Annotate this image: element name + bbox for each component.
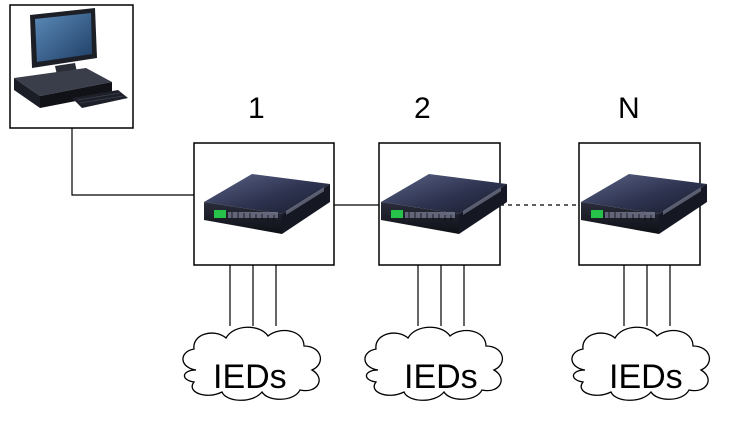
- switch-node: 2 IEDs: [364, 92, 508, 401]
- ied-cable-bundle: [229, 265, 277, 326]
- switch-node: N IEDs: [571, 92, 711, 401]
- desktop-computer-icon: [14, 8, 128, 108]
- ied-cable-bundle: [623, 265, 671, 326]
- switch-node: 1 IEDs: [182, 92, 335, 401]
- switch-label: 2: [414, 92, 431, 125]
- ied-cable-bundle: [417, 265, 465, 326]
- switch-label: 1: [248, 92, 265, 125]
- switch-label: N: [618, 92, 640, 125]
- ied-cloud-label: IEDs: [609, 358, 683, 396]
- computer-to-switch-link: [71, 128, 194, 196]
- ied-cloud-label: IEDs: [213, 358, 287, 396]
- ied-cloud-label: IEDs: [404, 358, 478, 396]
